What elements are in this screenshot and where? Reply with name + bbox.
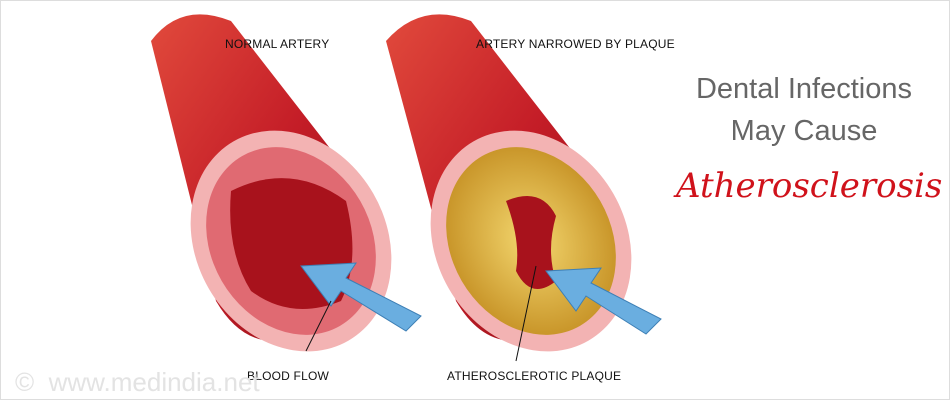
narrowed-artery	[386, 14, 632, 352]
narrowed-artery-label: ARTERY NARROWED BY PLAQUE	[476, 37, 675, 51]
normal-artery	[151, 14, 392, 352]
blood-flow-label: BLOOD FLOW	[247, 369, 330, 383]
headline-line2: May Cause	[730, 115, 878, 147]
blood-flow-arrow	[300, 262, 422, 332]
headline-atherosclerosis: Atherosclerosis	[676, 166, 943, 206]
watermark: © www.medindia.net	[15, 367, 260, 398]
plaque-label: ATHEROSCLEROTIC PLAQUE	[447, 369, 622, 383]
plaque-flow-arrow	[545, 267, 662, 335]
copyright-icon: ©	[15, 367, 35, 397]
watermark-url: www.medindia.net	[48, 367, 260, 397]
normal-artery-label: NORMAL ARTERY	[225, 37, 330, 51]
headline-line1: Dental Infections	[695, 73, 912, 105]
